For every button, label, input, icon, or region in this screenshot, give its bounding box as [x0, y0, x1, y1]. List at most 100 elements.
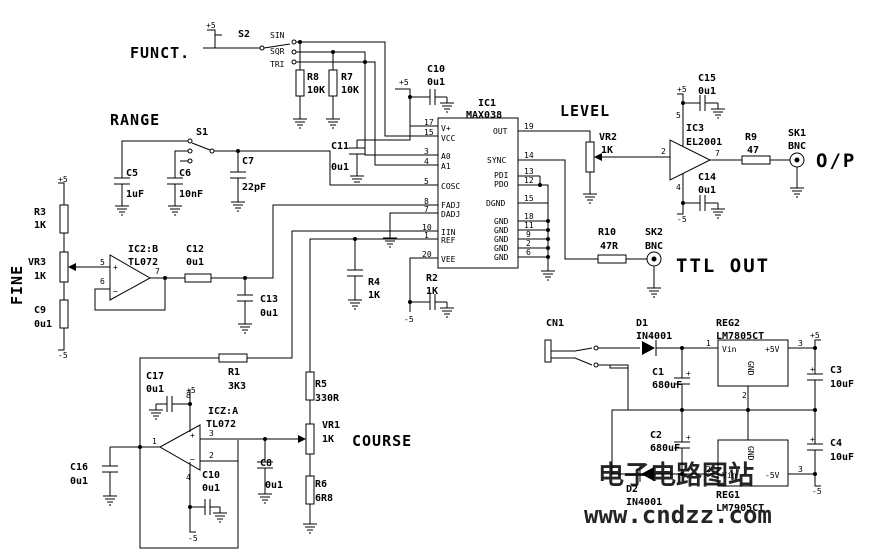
rail-label: -5 [188, 534, 198, 543]
c1-ref: C1 [652, 367, 664, 378]
r10-ref: R10 [598, 227, 616, 238]
funct-heading: FUNCT. [130, 44, 190, 62]
s2-sin-label: SIN [270, 31, 285, 40]
ic2b-ref: IC2:B [128, 244, 158, 255]
r3-ref: R3 [34, 207, 46, 218]
ic2a-pin: 2 [209, 451, 214, 460]
c3-capacitor: + C3 10uF [807, 348, 854, 410]
ic2a-pin: 8 [186, 391, 191, 400]
ic2b-pin: 7 [155, 267, 160, 276]
reg1-body [717, 439, 789, 487]
ic2a-body [158, 424, 201, 471]
ic2a-pin: 3 [209, 429, 214, 438]
reg2-part: LM7805CT [716, 331, 764, 342]
ic1-max038: IC1 MAX038 17 V+ 15 VCC 3 A0 4 A1 5 COSC… [418, 98, 556, 281]
c16-ref: C16 [70, 462, 88, 473]
plus5-rail-arrow [207, 29, 222, 36]
reg2-vout: +5V [765, 345, 780, 354]
r8-value: 10K [307, 85, 325, 96]
c7-ref: C7 [242, 156, 254, 167]
c12-ref: R4 [368, 277, 380, 288]
ic2b-body [109, 254, 152, 301]
cn1-connector [544, 339, 552, 363]
c12-value: 1K [368, 290, 380, 301]
ic1-pin-num: 1 [424, 231, 429, 240]
r5-ref: R5 [315, 379, 327, 390]
ic2a-opamp: + − ICZ:A TL072 8 3 2 1 4 +5 -5 [110, 386, 238, 543]
c14-value: 0u1 [698, 185, 716, 196]
ic1-pin-name: REF [441, 236, 456, 245]
rail-label: -5 [404, 315, 414, 324]
sk2-ref: SK2 [645, 227, 663, 238]
output-heading: O/P [816, 150, 856, 172]
r10-value: 47R [600, 241, 619, 252]
rail-label: +5 [206, 21, 216, 30]
ic1-pin-num: 18 [524, 212, 534, 221]
r4-resistor [59, 299, 69, 329]
r9-ref: R9 [745, 132, 757, 143]
r7-ref: R7 [341, 72, 353, 83]
reg1-regulator: REG1 LM7905CT Vin -5V GND 2 3 [706, 439, 803, 514]
r10-resistor [597, 254, 627, 264]
r8-resistor: R8 10K [292, 42, 325, 129]
c1-capacitor: + C1 680uF [652, 348, 691, 410]
power-supply-group: CN1 D1 IN4001 D2 IN4001 REG2 LM7805CT Vi… [544, 318, 854, 514]
ic1-pin-num: 17 [424, 118, 434, 127]
ic1-pin-name: COSC [441, 182, 460, 191]
ic1-right-pins: 19 OUT 14 SYNC 13 PDI 12 PDO 15 DGND 18 … [486, 122, 540, 262]
level-group: LEVEL VR2 1K [540, 102, 670, 204]
r7-value: 10K [341, 85, 359, 96]
ic2b-part: TL072 [128, 257, 158, 268]
reg1-vout: -5V [765, 471, 780, 480]
ic1-ref: IC1 [478, 98, 496, 109]
c11-value: 0u1 [331, 162, 349, 173]
r6-resistor [305, 475, 315, 505]
level-heading: LEVEL [560, 102, 610, 120]
c3-polarity: + [810, 365, 815, 374]
vr2-value: 1K [601, 145, 613, 156]
c8-ref: C8 [260, 458, 272, 469]
ic1-part: MAX038 [466, 110, 502, 121]
watermark-url: www.cndzz.com [584, 501, 772, 529]
ic1-pin-num: 7 [424, 205, 429, 214]
r1-resistor [218, 353, 248, 363]
ic1-pin-name: PDI [494, 171, 509, 180]
c4-capacitor: + C4 10uF [807, 410, 854, 474]
d1-ref: D1 [636, 318, 648, 329]
ic1-pin-name: A1 [441, 162, 451, 171]
c5-capacitor: C5 1uF [114, 168, 144, 216]
ic1-pin-num: 19 [524, 122, 534, 131]
d2-diode: D2 IN4001 [626, 466, 718, 508]
reg1-vin: Vin [722, 471, 737, 480]
ic2b-plus: + [113, 263, 118, 272]
c13-ref: R2 [426, 273, 438, 284]
c4-polarity: + [810, 435, 815, 444]
vr1-ref: VR1 [322, 420, 340, 431]
ic1-pin-name: VEE [441, 255, 456, 264]
c2-value: 680uF [650, 443, 680, 454]
ttl-out-heading: TTL OUT [676, 255, 770, 277]
c13-capacitor: -5 R2 1K [404, 257, 455, 324]
ic1-body [437, 117, 519, 269]
c10-top-capacitor: +5 C10 0u1 [395, 64, 455, 127]
c16-value: 0u1 [70, 476, 88, 487]
ic2b-pin: 6 [100, 277, 105, 286]
vr1-wiper-arrow [298, 435, 306, 443]
ttl-output-group: R10 47R SK2 BNC TTL OUT [540, 159, 770, 298]
vr2-ref: VR2 [599, 132, 617, 143]
ic1-pin-name: SYNC [487, 156, 506, 165]
c14-capacitor: C14 0u1 [681, 172, 726, 219]
c1-polarity: + [686, 369, 691, 378]
fine-group: FINE +5 R3 1K VR3 1K C9 0u1 -5 [8, 175, 110, 360]
vr1-potentiometer [305, 423, 315, 455]
sk1-value: BNC [788, 141, 806, 152]
ic1-pin-name: GND [494, 235, 509, 244]
ic1-pin-name: DGND [486, 199, 505, 208]
ic3-body [669, 139, 712, 181]
c15-capacitor: C15 0u1 [681, 73, 726, 119]
r5-value: 330R [315, 393, 340, 404]
vr3-value: 1K [34, 271, 46, 282]
c3-value: 10uF [830, 379, 854, 390]
c4-ref: C4 [830, 438, 842, 449]
ic1-pin-num: 15 [524, 194, 534, 203]
